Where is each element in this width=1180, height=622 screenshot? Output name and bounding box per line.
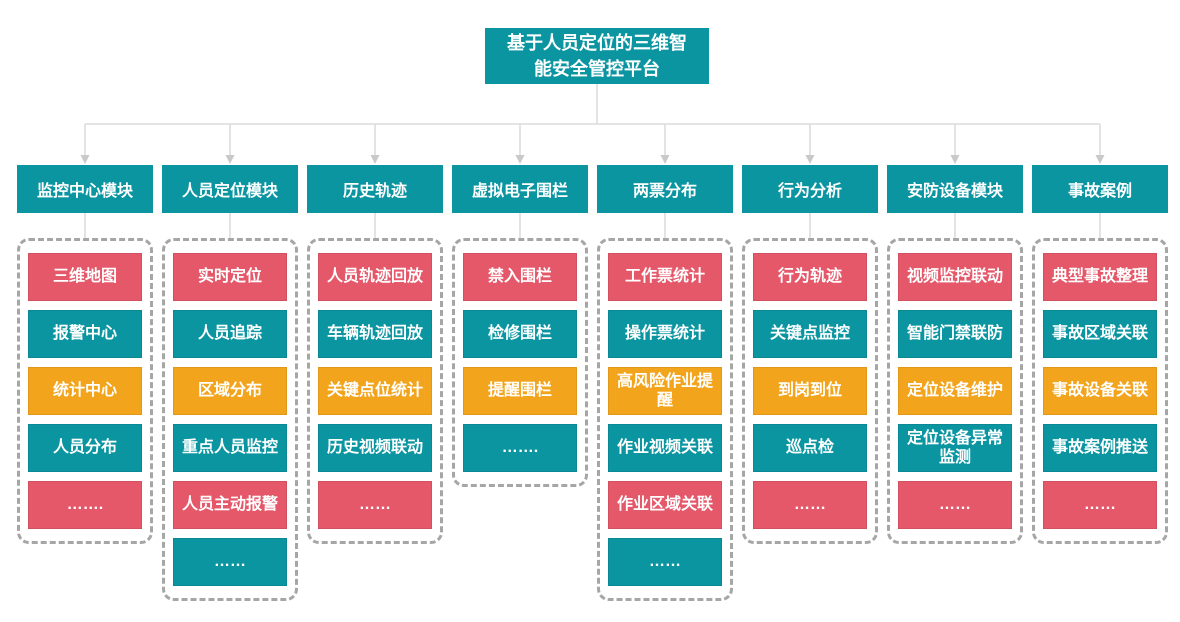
feature-item: …… (898, 481, 1012, 529)
feature-item: 工作票统计 (608, 253, 722, 301)
feature-item: ……. (28, 481, 142, 529)
feature-item: 智能门禁联防 (898, 310, 1012, 358)
feature-item: 车辆轨迹回放 (318, 310, 432, 358)
feature-item: 定位设备维护 (898, 367, 1012, 415)
module-panel: 三维地图报警中心统计中心人员分布 ……. (17, 238, 153, 544)
feature-item: 定位设备异常监测 (898, 424, 1012, 472)
module-panel: 典型事故整理事故区域关联事故设备关联事故案例推送 …… (1032, 238, 1168, 544)
feature-item: 关键点监控 (753, 310, 867, 358)
feature-item: 关键点位统计 (318, 367, 432, 415)
module-header: 历史轨迹 (307, 165, 443, 213)
feature-item: …… (608, 538, 722, 586)
module-header: 行为分析 (742, 165, 878, 213)
feature-item: 检修围栏 (463, 310, 577, 358)
feature-item: 事故案例推送 (1043, 424, 1157, 472)
feature-item: 历史视频联动 (318, 424, 432, 472)
module-column: 行为分析 行为轨迹关键点监控到岗到位巡点检 …… (742, 165, 878, 544)
feature-item: 作业视频关联 (608, 424, 722, 472)
feature-item: 作业区域关联 (608, 481, 722, 529)
module-panel: 人员轨迹回放车辆轨迹回放关键点位统计历史视频联动 …… (307, 238, 443, 544)
feature-item: ……. (463, 424, 577, 472)
feature-item: 禁入围栏 (463, 253, 577, 301)
module-header: 虚拟电子围栏 (452, 165, 588, 213)
module-column: 历史轨迹 人员轨迹回放车辆轨迹回放关键点位统计历史视频联动 …… (307, 165, 443, 544)
module-panel: 禁入围栏检修围栏提醒围栏 ……. (452, 238, 588, 487)
module-column: 事故案例 典型事故整理事故区域关联事故设备关联事故案例推送 …… (1032, 165, 1168, 544)
feature-item: 区域分布 (173, 367, 287, 415)
module-column: 监控中心模块 三维地图报警中心统计中心人员分布 ……. (17, 165, 153, 544)
feature-item: 统计中心 (28, 367, 142, 415)
feature-item: 事故设备关联 (1043, 367, 1157, 415)
module-header: 事故案例 (1032, 165, 1168, 213)
module-header: 安防设备模块 (887, 165, 1023, 213)
feature-item: 巡点检 (753, 424, 867, 472)
feature-item: 操作票统计 (608, 310, 722, 358)
feature-item: …… (318, 481, 432, 529)
feature-item: 事故区域关联 (1043, 310, 1157, 358)
feature-item: …… (173, 538, 287, 586)
module-column: 安防设备模块 视频监控联动智能门禁联防定位设备维护定位设备异常监测 …… (887, 165, 1023, 544)
feature-item: 提醒围栏 (463, 367, 577, 415)
feature-item: 视频监控联动 (898, 253, 1012, 301)
module-header: 监控中心模块 (17, 165, 153, 213)
module-panel: 行为轨迹关键点监控到岗到位巡点检 …… (742, 238, 878, 544)
module-header: 人员定位模块 (162, 165, 298, 213)
module-column: 两票分布 工作票统计操作票统计高风险作业提醒作业视频关联作业区域关联 …… (597, 165, 733, 601)
feature-item: 重点人员监控 (173, 424, 287, 472)
root-node: 基于人员定位的三维智 能安全管控平台 (485, 28, 709, 85)
module-panel: 实时定位人员追踪区域分布重点人员监控人员主动报警 …… (162, 238, 298, 601)
module-header: 两票分布 (597, 165, 733, 213)
feature-item: 行为轨迹 (753, 253, 867, 301)
feature-item: 到岗到位 (753, 367, 867, 415)
feature-item: …… (753, 481, 867, 529)
feature-item: 实时定位 (173, 253, 287, 301)
feature-item: 报警中心 (28, 310, 142, 358)
feature-item: 人员分布 (28, 424, 142, 472)
feature-item: …… (1043, 481, 1157, 529)
feature-item: 高风险作业提醒 (608, 367, 722, 415)
module-column: 人员定位模块 实时定位人员追踪区域分布重点人员监控人员主动报警 …… (162, 165, 298, 601)
module-column: 虚拟电子围栏 禁入围栏检修围栏提醒围栏 ……. (452, 165, 588, 487)
feature-item: 人员主动报警 (173, 481, 287, 529)
feature-item: 三维地图 (28, 253, 142, 301)
feature-item: 人员追踪 (173, 310, 287, 358)
feature-item: 人员轨迹回放 (318, 253, 432, 301)
feature-item: 典型事故整理 (1043, 253, 1157, 301)
module-panel: 视频监控联动智能门禁联防定位设备维护定位设备异常监测 …… (887, 238, 1023, 544)
module-panel: 工作票统计操作票统计高风险作业提醒作业视频关联作业区域关联 …… (597, 238, 733, 601)
